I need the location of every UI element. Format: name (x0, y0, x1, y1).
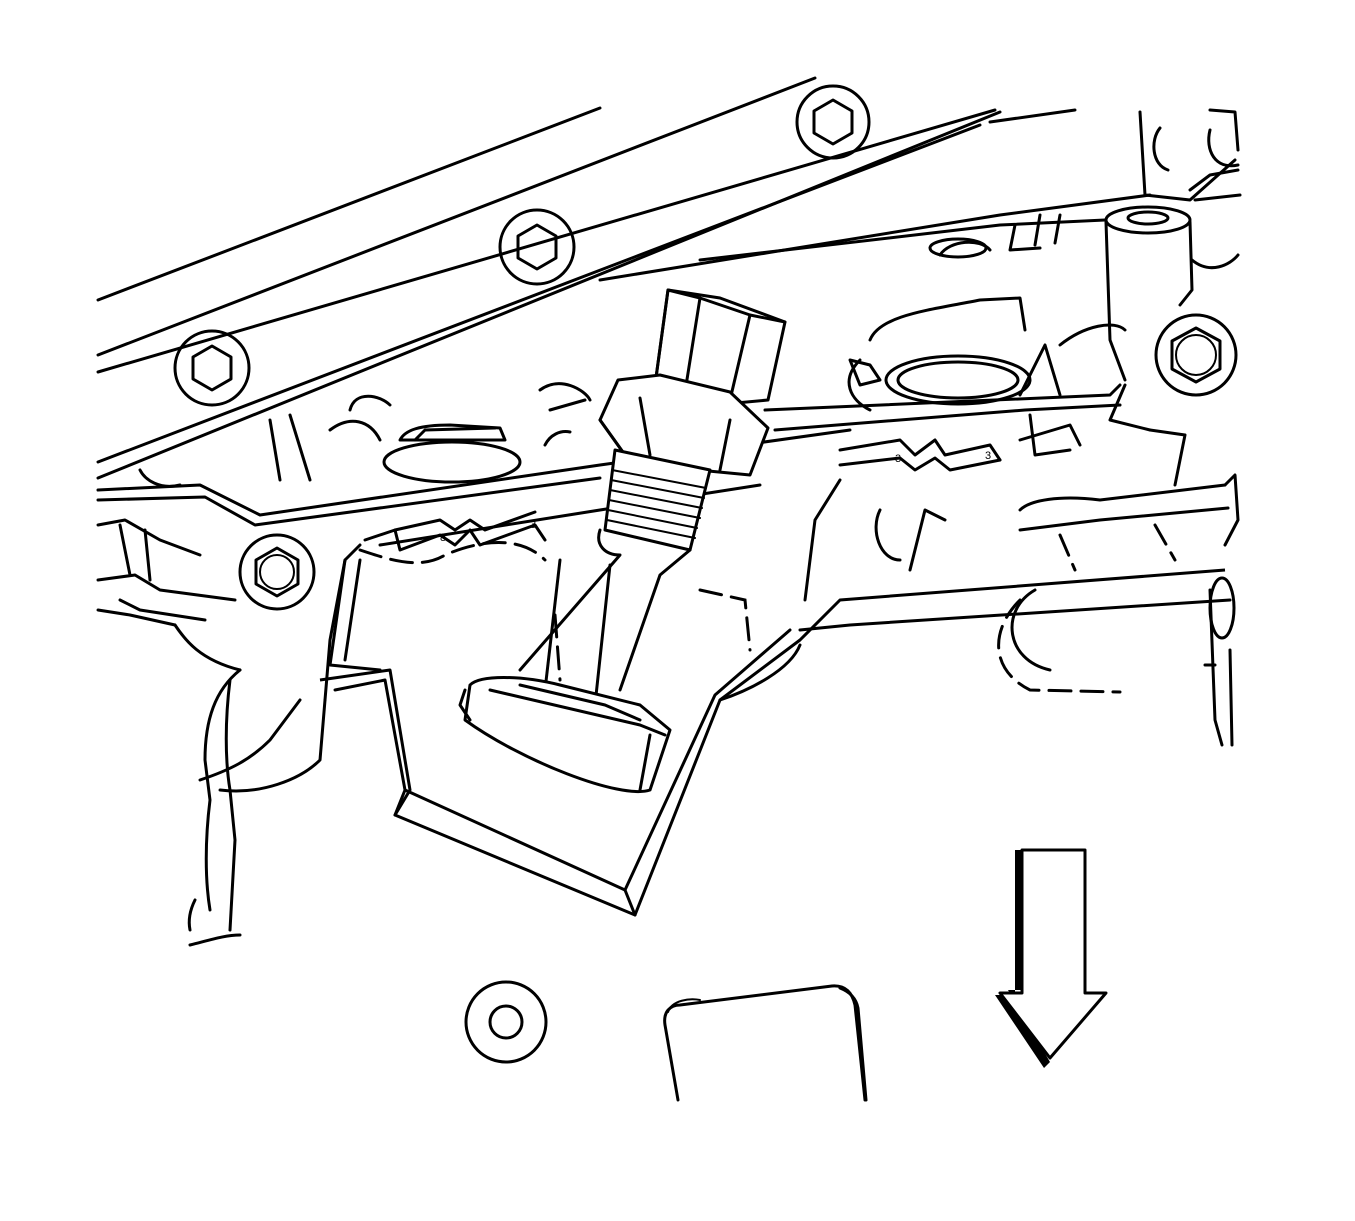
sealing-washer (464, 980, 548, 1064)
tab-mark-1: 8 (440, 532, 446, 544)
left-hex-nut (238, 533, 316, 611)
mid-body-features (763, 237, 1127, 432)
upper-rail (96, 76, 1077, 480)
rail-bolt-2 (498, 208, 576, 286)
arrow-down-icon (995, 848, 1108, 1068)
tab-mark-4: 3 (985, 450, 991, 462)
vertical-sleeve (1104, 205, 1240, 382)
drain-plug (663, 984, 868, 1102)
right-hex-nut (1154, 313, 1238, 397)
rail-bolt-3 (173, 329, 251, 407)
upper-right-housing (598, 108, 1242, 282)
right-lower-bracket (874, 383, 1240, 747)
tab-mark-2: 3 (530, 519, 536, 531)
tab-mark-3: 3 (895, 453, 901, 465)
component-tabs: 8 3 3 3 (363, 413, 1082, 552)
rail-bolt-1 (795, 84, 871, 160)
pan-housing (319, 478, 1232, 917)
socket-wrench (458, 288, 787, 793)
left-bracket (96, 518, 362, 947)
